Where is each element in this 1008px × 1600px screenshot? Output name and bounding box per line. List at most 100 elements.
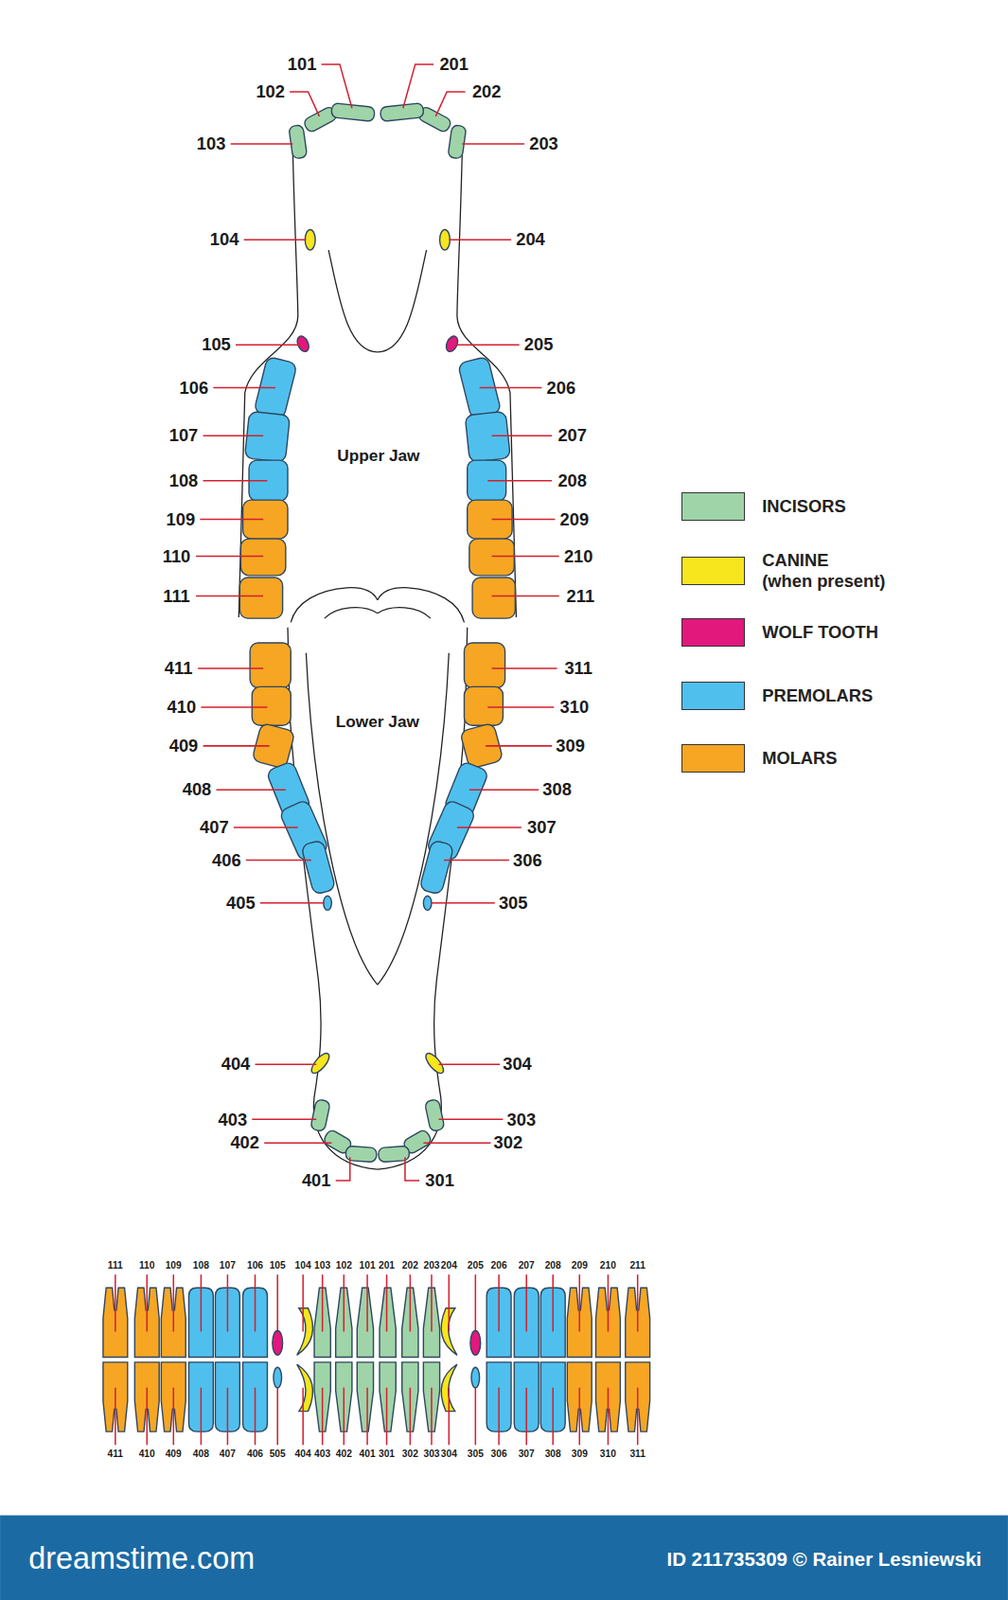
callout-number: 211: [566, 585, 596, 606]
legend-swatch: [681, 492, 745, 521]
callout-number: 106: [179, 377, 210, 398]
callout-number: 409: [165, 1448, 182, 1460]
callout-number: 109: [166, 509, 196, 530]
callout-number: 210: [564, 546, 594, 566]
callout-number: 411: [107, 1448, 124, 1460]
callout-number: 108: [169, 470, 199, 491]
callout-number: 302: [402, 1448, 419, 1460]
callout-number: 310: [600, 1448, 617, 1460]
legend-swatch: [681, 743, 745, 773]
callout-number: 305: [467, 1448, 484, 1460]
wrap-spacer: [848, 549, 916, 567]
callout-number: 302: [494, 1132, 524, 1153]
callout-number: 209: [560, 509, 590, 530]
tooth-row: [103, 1361, 651, 1445]
callout-number: 101: [359, 1259, 376, 1272]
callout-number: 107: [219, 1259, 236, 1272]
callout-number: 407: [219, 1448, 236, 1460]
callout-number: 301: [424, 1170, 455, 1191]
callout-number: 402: [229, 1132, 260, 1153]
callout-number: 201: [439, 53, 469, 74]
callout-number: 201: [378, 1259, 395, 1272]
callout-number: 103: [196, 133, 227, 154]
callout-number: 208: [557, 470, 587, 491]
callout-number: 403: [314, 1448, 331, 1460]
callout-number: 209: [571, 1259, 588, 1272]
callout-number: 110: [162, 546, 192, 566]
callout-number: 202: [402, 1259, 419, 1272]
callout-number: 404: [221, 1054, 251, 1075]
callout-number: 101: [287, 53, 318, 74]
callout-number: 106: [247, 1259, 264, 1272]
callout-number: 110: [139, 1259, 156, 1272]
callout-number: 204: [515, 229, 546, 250]
callout-number: 102: [336, 1259, 353, 1272]
legend-swatch: [681, 556, 745, 585]
callout-number: 406: [212, 849, 242, 870]
callout-number: 109: [165, 1259, 182, 1272]
callout-number: 404: [295, 1448, 312, 1460]
callout-number: 304: [502, 1054, 532, 1075]
wolf-tooth: [272, 1329, 283, 1355]
callout-number: 207: [518, 1259, 535, 1272]
callout-number: 411: [164, 657, 194, 678]
callout-number: 408: [182, 779, 213, 800]
callout-number: 305: [498, 892, 529, 913]
callout-number: 408: [193, 1448, 210, 1460]
callout-number: 205: [524, 335, 554, 355]
credit-text: ID 211735309 © Rainer Lesniewski: [666, 1547, 982, 1571]
legend-text: PREMOLARS: [761, 686, 873, 707]
callout-number: 409: [169, 735, 199, 756]
legend-text: WOLF TOOTH: [761, 622, 879, 643]
watermark: dreamstime.com: [28, 1541, 255, 1577]
callout-number: 311: [564, 657, 593, 678]
callout-number: 111: [162, 585, 191, 606]
legend-text: INCISORS: [761, 495, 847, 516]
callout-number: 205: [467, 1259, 484, 1272]
legend-text: CANINE (when present): [761, 549, 916, 592]
callout-number: 403: [218, 1109, 248, 1130]
callout-number: 306: [512, 849, 543, 870]
tooth-row: [103, 1273, 651, 1357]
callout-number: 104: [295, 1259, 312, 1272]
callout-number: 407: [199, 817, 230, 838]
legend-swatch: [681, 681, 745, 710]
callout-number: 401: [301, 1170, 332, 1191]
callout-number: 203: [529, 133, 559, 154]
jaw-half: [377, 64, 560, 1181]
callout-number: 309: [571, 1448, 588, 1460]
callout-number: 310: [560, 696, 590, 717]
wolf-tooth: [470, 1329, 481, 1355]
callout-number: 211: [629, 1259, 646, 1272]
callout-number: 108: [193, 1259, 210, 1272]
callout-number: 206: [491, 1259, 508, 1272]
callout-number: 105: [269, 1259, 286, 1272]
callout-number: 111: [107, 1259, 124, 1272]
callout-number: 307: [527, 817, 557, 838]
callout-number: 303: [423, 1448, 440, 1460]
callout-number: 307: [518, 1448, 535, 1460]
callout-number: 207: [557, 425, 587, 446]
callout-number: 505: [269, 1448, 286, 1460]
callout-number: 304: [441, 1448, 458, 1460]
callout-number: 410: [139, 1448, 156, 1460]
callout-number: 206: [547, 377, 577, 398]
callout-number: 401: [359, 1448, 376, 1460]
premolar-tooth: [471, 1366, 480, 1388]
callout-number: 311: [629, 1448, 646, 1460]
callout-number: 102: [255, 81, 285, 102]
callout-number: 309: [555, 735, 585, 756]
callout-number: 210: [600, 1259, 617, 1272]
callout-number: 204: [441, 1259, 458, 1272]
callout-number: 308: [542, 779, 572, 800]
footer-bar: [0, 1515, 1008, 1600]
callout-number: 105: [201, 335, 231, 355]
callout-number: 308: [545, 1448, 562, 1460]
premolar-tooth: [273, 1366, 283, 1388]
legend-text: MOLARS: [761, 747, 837, 768]
legend-swatch: [681, 618, 745, 647]
callout-number: 410: [167, 696, 197, 717]
callout-number: 103: [314, 1259, 331, 1272]
